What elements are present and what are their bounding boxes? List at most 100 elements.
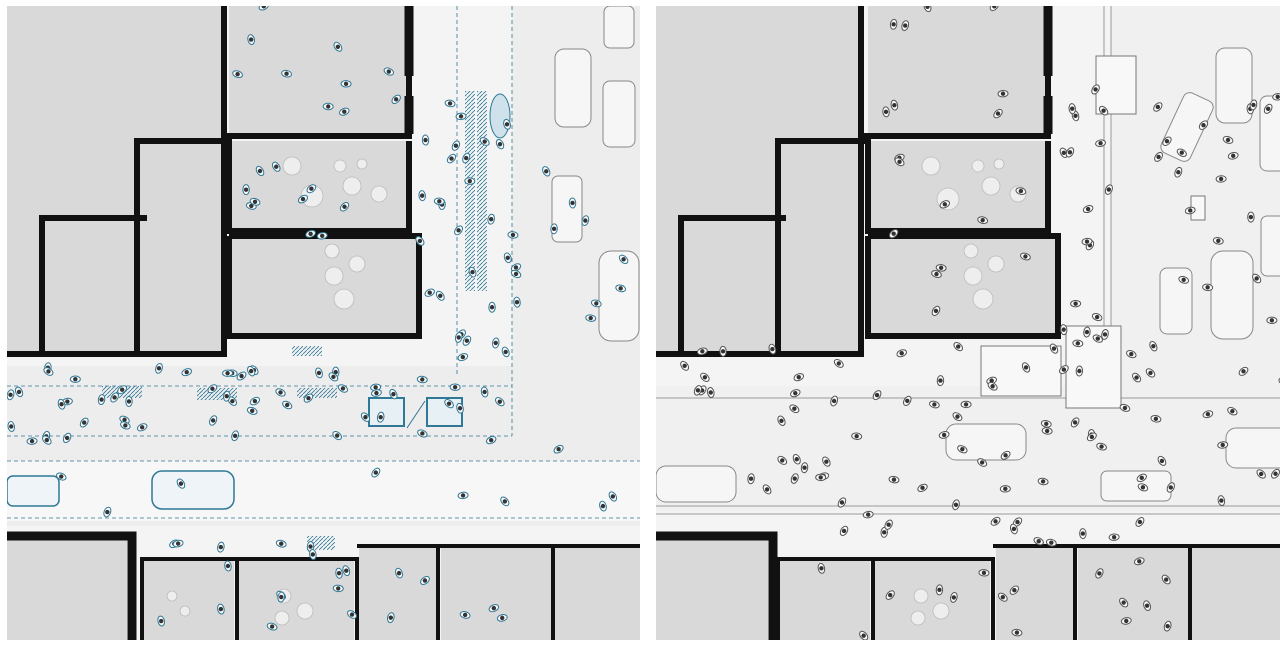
person-icon bbox=[62, 432, 72, 444]
person-icon bbox=[885, 590, 895, 600]
building-block-south bbox=[656, 531, 1280, 640]
person-icon bbox=[305, 229, 316, 238]
person-icon bbox=[1041, 427, 1053, 435]
person-icon bbox=[416, 375, 428, 384]
person-icon bbox=[997, 592, 1008, 602]
person-icon bbox=[282, 400, 293, 410]
person-icon bbox=[315, 367, 323, 379]
person-icon bbox=[57, 398, 66, 410]
person-icon bbox=[103, 506, 112, 518]
person-icon bbox=[618, 254, 629, 265]
person-icon bbox=[888, 229, 899, 239]
person-icon bbox=[815, 473, 827, 482]
person-icon bbox=[1010, 523, 1018, 535]
person-icon bbox=[420, 576, 430, 585]
person-icon bbox=[1202, 410, 1214, 419]
person-icon bbox=[884, 519, 893, 530]
person-icon bbox=[1202, 283, 1214, 292]
person-icon bbox=[510, 269, 522, 279]
person-icon bbox=[433, 197, 445, 206]
person-icon bbox=[277, 591, 285, 603]
person-icon bbox=[459, 611, 471, 619]
person-icon bbox=[936, 375, 945, 387]
person-icon bbox=[1083, 326, 1091, 338]
person-icon bbox=[1161, 574, 1171, 585]
person-icon bbox=[1075, 365, 1084, 377]
person-icon bbox=[935, 264, 947, 272]
person-icon bbox=[1143, 600, 1152, 611]
person-icon bbox=[223, 390, 231, 402]
person-icon bbox=[333, 41, 343, 52]
person-icon bbox=[360, 412, 371, 422]
person-icon bbox=[246, 406, 258, 415]
person-icon bbox=[446, 153, 457, 164]
person-icon bbox=[1119, 403, 1131, 412]
person-icon bbox=[938, 431, 950, 439]
person-icon bbox=[395, 567, 403, 579]
person-icon bbox=[747, 473, 755, 485]
person-icon bbox=[585, 314, 597, 322]
person-icon bbox=[415, 236, 425, 246]
person-icon bbox=[43, 367, 54, 376]
person-icon bbox=[1222, 135, 1234, 144]
person-icon bbox=[468, 266, 477, 278]
person-icon bbox=[328, 372, 339, 382]
person-icon bbox=[444, 99, 456, 108]
person-icon bbox=[507, 231, 519, 239]
person-icon bbox=[542, 166, 551, 177]
person-icon bbox=[917, 483, 928, 493]
person-icon bbox=[859, 630, 869, 640]
person-icon bbox=[424, 288, 435, 297]
person-icon bbox=[232, 70, 243, 79]
person-icon bbox=[513, 296, 521, 308]
person-icon bbox=[1059, 365, 1069, 375]
person-icon bbox=[444, 399, 454, 409]
person-icon bbox=[931, 270, 942, 278]
person-icon bbox=[1091, 313, 1103, 322]
courtyard-tables bbox=[921, 156, 1027, 310]
person-icon bbox=[1108, 533, 1120, 541]
person-icon bbox=[1098, 105, 1109, 116]
person-icon bbox=[608, 491, 618, 502]
person-icon bbox=[1212, 237, 1224, 245]
person-icon bbox=[680, 360, 690, 371]
person-icon bbox=[371, 467, 381, 478]
person-icon bbox=[462, 335, 472, 346]
person-icon bbox=[339, 107, 350, 116]
proposed-plan-drawing bbox=[7, 6, 640, 640]
person-icon bbox=[222, 369, 234, 377]
person-icon bbox=[957, 445, 968, 454]
roadway bbox=[7, 461, 640, 521]
person-icon bbox=[119, 415, 130, 424]
person-icon bbox=[1065, 147, 1075, 158]
courtyard-tables-south bbox=[910, 588, 950, 626]
person-icon bbox=[1015, 187, 1027, 195]
person-icon bbox=[56, 472, 67, 481]
person-icon bbox=[340, 80, 352, 88]
person-icon bbox=[1095, 568, 1104, 579]
person-icon bbox=[97, 394, 106, 406]
car-icon bbox=[7, 475, 60, 507]
person-icon bbox=[1136, 473, 1147, 483]
person-icon bbox=[495, 138, 505, 150]
person-icon bbox=[1145, 368, 1156, 378]
person-icon bbox=[496, 614, 508, 622]
person-icon bbox=[316, 232, 328, 240]
person-icon bbox=[217, 603, 225, 615]
person-icon bbox=[993, 108, 1003, 119]
person-icon bbox=[417, 429, 428, 438]
person-icon bbox=[1072, 339, 1084, 348]
person-icon bbox=[872, 390, 882, 401]
person-icon bbox=[952, 499, 960, 511]
person-icon bbox=[1238, 366, 1249, 376]
person-icon bbox=[1149, 340, 1158, 352]
person-icon bbox=[26, 437, 38, 445]
person-icon bbox=[931, 305, 941, 316]
person-icon bbox=[1033, 537, 1044, 546]
person-icon bbox=[271, 161, 281, 172]
person-icon bbox=[696, 347, 708, 356]
person-icon bbox=[418, 190, 426, 202]
person-icon bbox=[231, 430, 239, 442]
person-icon bbox=[1049, 343, 1059, 354]
person-icon bbox=[110, 392, 119, 403]
